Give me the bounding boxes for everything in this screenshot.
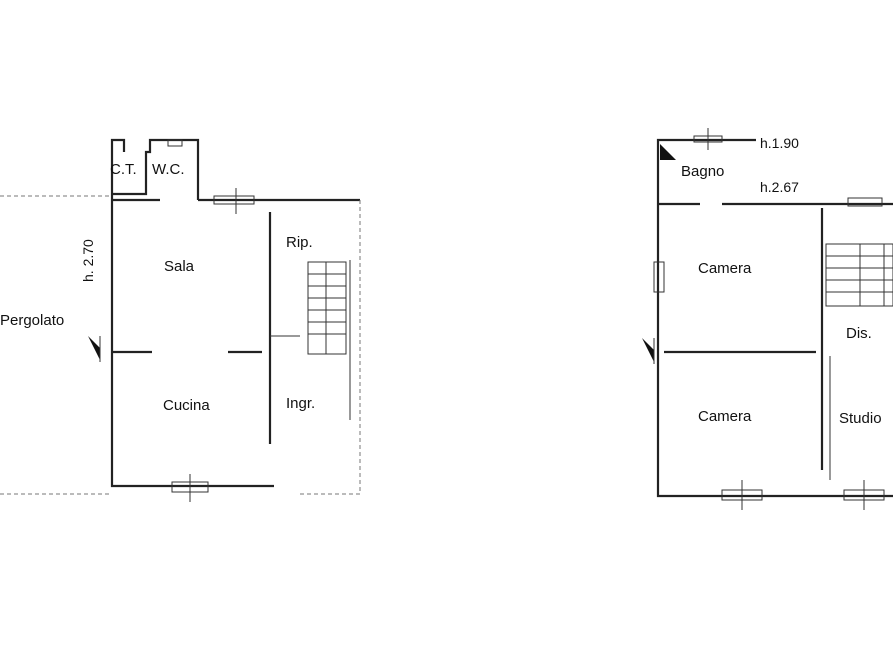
first-north-marker — [642, 338, 654, 362]
ground-north-marker — [88, 336, 100, 360]
room-label-camera-bottom: Camera — [698, 408, 752, 425]
ground-floor-plan — [0, 138, 361, 502]
ground-wall-right-dashed — [300, 200, 361, 495]
ground-staircase — [307, 261, 347, 355]
bagno-marker — [660, 144, 676, 160]
room-label-pergolato: Pergolato — [0, 312, 65, 329]
bagno-wall — [656, 138, 756, 200]
room-label-ingresso: Ingr. — [286, 395, 316, 412]
room-label-camera-top: Camera — [698, 260, 752, 277]
room-label-sala: Sala — [164, 258, 195, 275]
wc-window — [167, 139, 183, 147]
bagno-window — [693, 135, 723, 143]
room-label-wc: W.C. — [152, 161, 185, 178]
room-label-ct: C.T. — [110, 161, 137, 178]
room-label-disimpegno: Dis. — [846, 325, 872, 342]
dis-window — [847, 197, 883, 207]
first-wall-left-bottom — [656, 200, 893, 498]
wc-wall — [112, 138, 200, 200]
ground-floor-height: h. 2.70 — [80, 239, 96, 282]
room-label-cucina: Cucina — [163, 397, 210, 414]
bagno-height: h.1.90 — [760, 135, 799, 151]
room-label-ripostiglio: Rip. — [286, 234, 313, 251]
ground-wall-left-bottom — [110, 200, 274, 488]
first-floor-plan — [642, 128, 893, 510]
camera-side-window — [653, 261, 665, 293]
room-label-studio: Studio — [839, 410, 882, 427]
first-floor-height: h.2.67 — [760, 179, 799, 195]
ct-wall — [110, 138, 126, 200]
room-label-bagno: Bagno — [681, 163, 725, 180]
sala-window — [213, 195, 255, 205]
